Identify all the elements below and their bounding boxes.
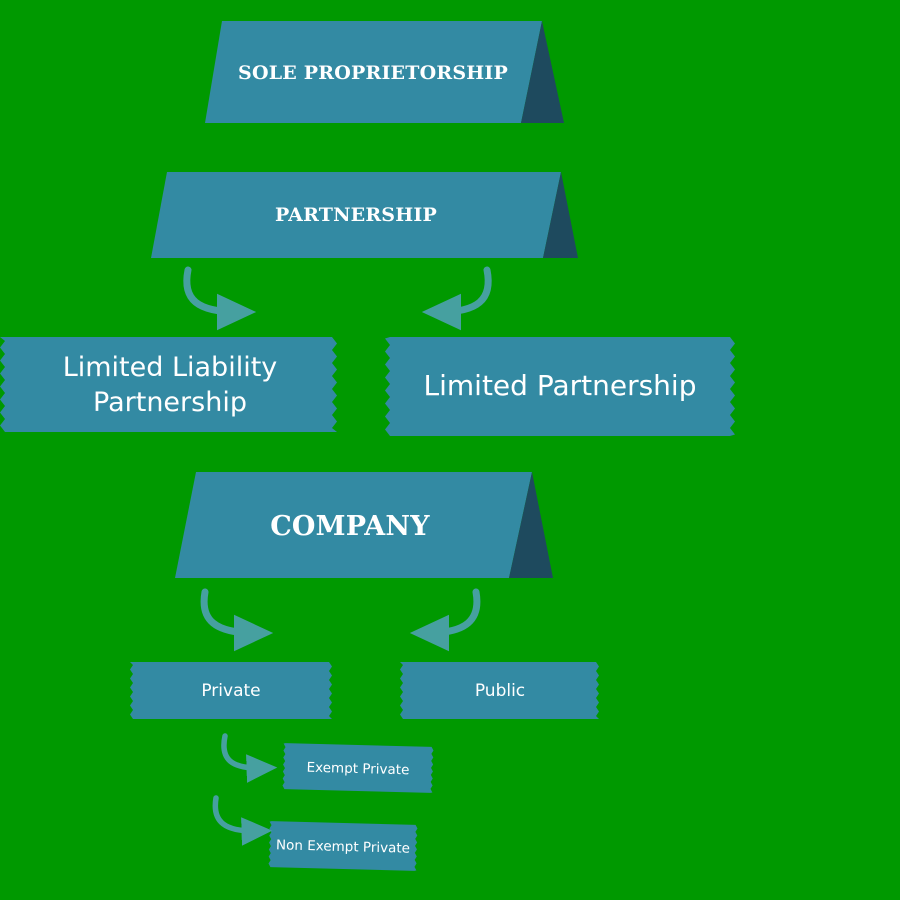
tag-public: [400, 662, 599, 719]
arrow-private-to-non-exempt: [212, 795, 273, 846]
tag-private: [130, 662, 332, 719]
arrow-company-to-public: [409, 588, 481, 652]
arrow-partnership-to-llp: [183, 266, 257, 331]
tag-non-exempt-private: [268, 821, 418, 871]
arrow-company-to-private: [200, 588, 274, 652]
tag-limited-partnership: [385, 337, 735, 436]
arrow-partnership-to-lp: [421, 266, 492, 331]
tag-exempt-private: [282, 743, 434, 793]
tag-limited-liability-partnership: [0, 337, 337, 432]
banner-company: [175, 472, 553, 578]
banner-sole-proprietorship: [205, 21, 564, 123]
banner-partnership: [151, 172, 578, 258]
arrow-private-to-exempt: [221, 733, 278, 783]
